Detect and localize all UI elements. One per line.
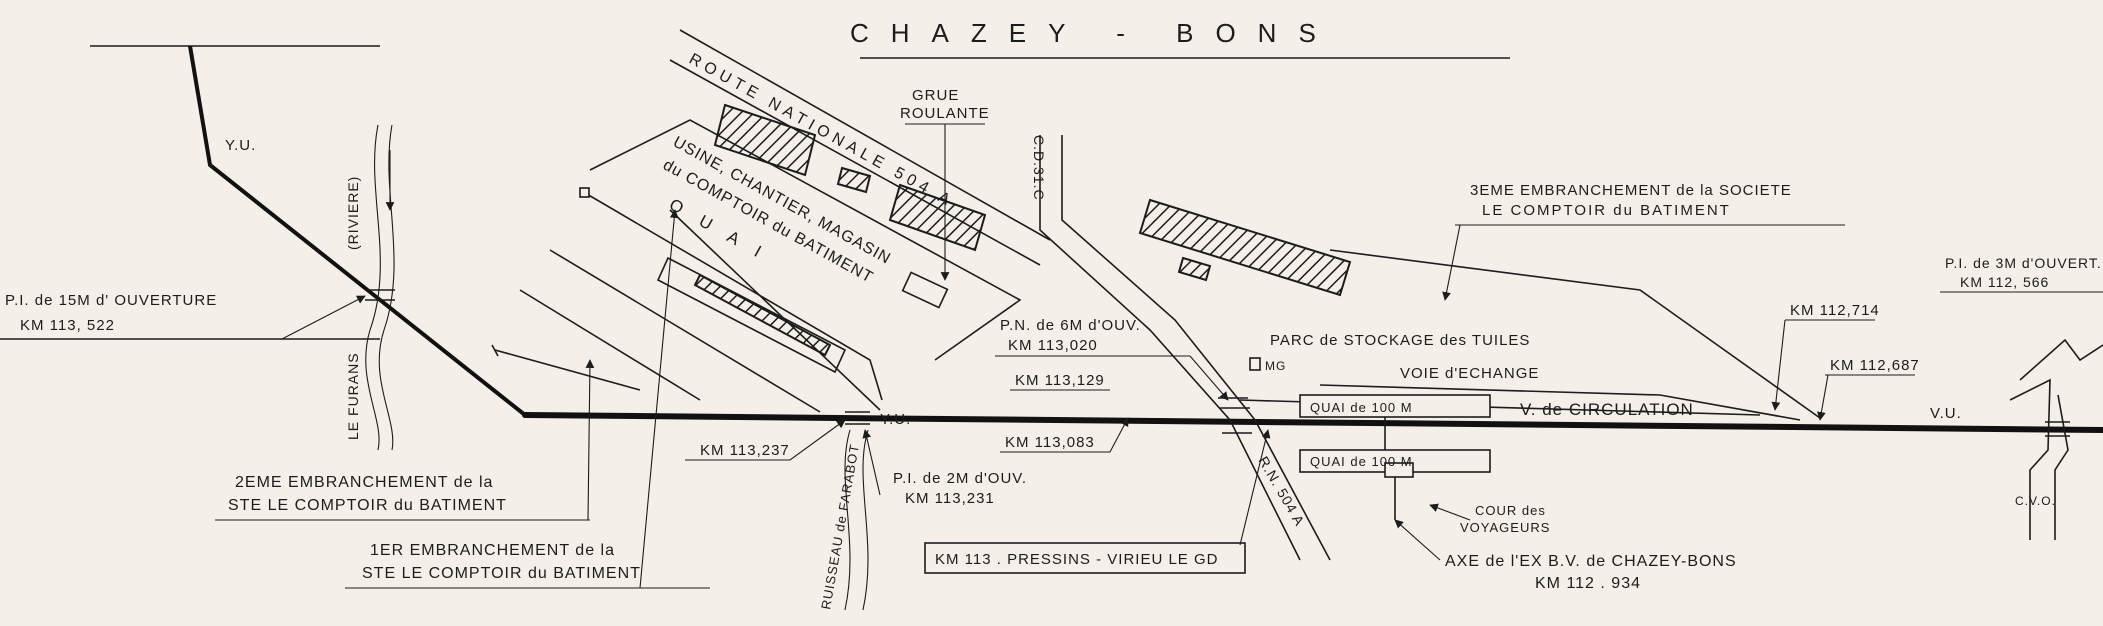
usine-area-outline: [589, 119, 1022, 361]
km113129-label: KM 113,129: [1015, 372, 1105, 389]
siding-1: [579, 189, 883, 401]
building-hatched-1: [713, 103, 817, 177]
km113237-label: KM 113,237: [700, 442, 790, 459]
km112714-pointer: [1771, 319, 1786, 411]
building-hatched-right: [1138, 198, 1352, 297]
mg-box: [1249, 357, 1261, 371]
siding-3: [519, 289, 701, 401]
cour-label-2: VOYAGEURS: [1460, 520, 1550, 535]
mg-label: MG: [1265, 359, 1286, 373]
pn6-label-1: P.N. de 6M d'OUV.: [1000, 317, 1141, 334]
axe-label-1: AXE de l'EX B.V. de CHAZEY-BONS: [1445, 553, 1737, 570]
cd31c-edge-2: [1061, 135, 1331, 561]
pi2-pointer: [862, 429, 881, 496]
siding-4: [494, 349, 641, 391]
building-hatched-small: [1177, 256, 1212, 282]
pi2-label-2: KM 113,231: [905, 490, 995, 507]
km112687-pointer: [1817, 374, 1829, 421]
km113083-pointer: [1000, 417, 1129, 453]
vu-right-label: V.U.: [1930, 405, 1962, 422]
buffer-stop-2: [491, 344, 499, 357]
emb3-label-1: 3EME EMBRANCHEMENT de la SOCIETE: [1470, 182, 1792, 199]
siding-2: [549, 249, 821, 413]
pi2-label-1: P.I. de 2M d'OUV.: [893, 470, 1027, 487]
cvo-road-3: [2054, 394, 2069, 540]
cvo-road-2: [2009, 378, 2051, 540]
emb3-pointer: [1442, 224, 1461, 301]
grue-frame: [901, 271, 949, 309]
parc-label: PARC de STOCKAGE des TUILES: [1270, 332, 1530, 349]
emb2-pointer: [585, 359, 595, 521]
furans-bank-2: [378, 124, 395, 451]
yu-mid-label: Y.U.: [880, 411, 911, 428]
building-hatched-2: [836, 166, 872, 194]
axe-pointer: [1394, 519, 1441, 561]
km113083-label: KM 113,083: [1005, 434, 1095, 451]
cd31c-edge-1: [1039, 135, 1301, 561]
emb3-label-2: LE COMPTOIR du BATIMENT: [1482, 202, 1731, 219]
km112687-label: KM 112,687: [1830, 357, 1920, 374]
pi15-label-1: P.I. de 15M d' OUVERTURE: [5, 292, 217, 309]
pi3-label-2: KM 112, 566: [1960, 274, 2049, 290]
km112714-label: KM 112,714: [1790, 302, 1880, 319]
emb2-label-2: STE LE COMPTOIR du BATIMENT: [228, 497, 507, 514]
riviere-label: (RIVIERE): [345, 176, 361, 250]
quai-upper-100-label: QUAI de 100 M: [1310, 400, 1413, 415]
cd31c-label: C.D.31.C: [1031, 135, 1047, 201]
grue-label-2: ROULANTE: [900, 105, 990, 122]
route-nationale-edge-1: [679, 29, 1051, 241]
quai-upper-box: [1299, 394, 1491, 418]
v-circulation-label: V. de CIRCULATION: [1520, 400, 1694, 419]
buffer-stop-1: [579, 187, 590, 198]
siding-5: [669, 209, 881, 411]
cour-pointer: [1429, 503, 1471, 521]
ruisseau-label: RUISSEAU de FARABOT: [818, 443, 862, 611]
parc-siding: [1329, 249, 1821, 419]
pi15-pointer: [281, 295, 366, 340]
pn6-label-2: KM 113,020: [1008, 337, 1098, 354]
ruisseau-bank-2: [862, 429, 869, 611]
emb1-label-1: 1ER EMBRANCHEMENT de la: [370, 542, 615, 559]
cvo-road-1: [2019, 338, 2103, 381]
furans-label: LE FURANS: [345, 352, 361, 440]
km113237-pointer: [685, 419, 846, 461]
emb1-pointer: [639, 209, 679, 589]
emb1-label-2: STE LE COMPTOIR du BATIMENT: [362, 565, 641, 582]
yu-branch-track: [188, 45, 527, 417]
quai-lower-100-label: QUAI de 100 M: [1310, 454, 1413, 469]
cour-label-1: COUR des: [1475, 503, 1546, 518]
pn6-pointer: [1189, 355, 1229, 401]
pressins-box: [924, 542, 1246, 574]
voie-echange-label: VOIE d'ECHANGE: [1400, 365, 1539, 382]
pi15-label-2: KM 113, 522: [20, 317, 115, 334]
building-lower-box: [1384, 462, 1414, 478]
main-circulation-track: [522, 412, 2103, 433]
yu-upper-label: Y.U.: [225, 137, 256, 154]
pi3-label-1: P.I. de 3M d'OUVERT.: [1945, 255, 2102, 271]
pressins-label: KM 113 . PRESSINS - VIRIEU LE GD: [935, 551, 1218, 568]
voie-echange-track: [1319, 384, 1801, 421]
axe-label-2: KM 112 . 934: [1535, 575, 1641, 592]
emb2-label-1: 2EME EMBRANCHEMENT de la: [235, 474, 493, 491]
pressins-pointer: [1239, 429, 1271, 546]
furans-bank-1: [365, 124, 381, 451]
building-hatched-3: [888, 183, 987, 252]
grue-label-1: GRUE: [912, 87, 959, 104]
cvo-label: C.V.O.: [2015, 494, 2056, 508]
diagram-title: CHAZEY - BONS: [850, 18, 1338, 48]
ruisseau-bank-1: [844, 429, 851, 611]
